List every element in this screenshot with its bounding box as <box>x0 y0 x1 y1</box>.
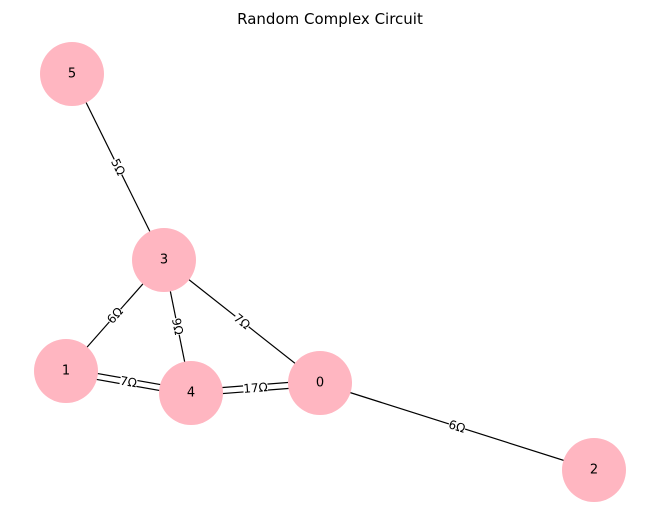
node-circle-4 <box>159 361 223 425</box>
edge-label-group-5-3: 5Ω <box>107 155 129 179</box>
edge-label-3-1: 6Ω <box>104 305 126 327</box>
node-1: 1 <box>34 339 98 403</box>
node-label-1: 1 <box>62 364 70 379</box>
node-5: 5 <box>40 42 104 106</box>
edge-label-3-0: 7Ω <box>231 311 253 332</box>
node-4: 4 <box>159 361 223 425</box>
node-circle-0 <box>288 351 352 415</box>
node-label-0: 0 <box>316 376 324 391</box>
edge-label-4-0: 17Ω <box>243 380 268 396</box>
node-0: 0 <box>288 351 352 415</box>
node-label-2: 2 <box>590 463 598 478</box>
edge-label-group-0-2: 6Ω <box>446 416 468 437</box>
node-label-4: 4 <box>187 386 195 401</box>
edge-label-background <box>118 372 139 392</box>
node-label-5: 5 <box>68 67 76 82</box>
edge-label-1-4: 7Ω <box>119 374 138 391</box>
node-circle-5 <box>40 42 104 106</box>
edge-label-background <box>242 379 269 397</box>
edge-label-background <box>107 155 129 179</box>
node-circle-1 <box>34 339 98 403</box>
edge-label-background <box>103 303 127 328</box>
edge-label-background <box>446 416 468 437</box>
edge-label-3-4: 9Ω <box>169 317 186 336</box>
edge-labels-layer: 5Ω 6Ω 9Ω 7Ω 7Ω 17Ω 6Ω <box>103 155 468 437</box>
node-2: 2 <box>562 438 626 502</box>
node-circle-2 <box>562 438 626 502</box>
diagram-title: Random Complex Circuit <box>237 10 423 28</box>
nodes-layer: 5 3 1 4 0 2 <box>34 42 626 502</box>
node-label-3: 3 <box>160 253 168 268</box>
node-3: 3 <box>132 228 196 292</box>
edge-label-0-2: 6Ω <box>447 417 467 435</box>
edge-label-group-1-4: 7Ω <box>118 372 139 392</box>
edge-label-group-4-0: 17Ω <box>242 379 269 397</box>
edge-label-group-3-1: 6Ω <box>103 303 127 328</box>
edge-label-group-3-0: 7Ω <box>230 309 254 334</box>
edge-label-5-3: 5Ω <box>108 156 128 177</box>
edge-label-background <box>167 316 188 337</box>
node-circle-3 <box>132 228 196 292</box>
edge-label-background <box>230 309 254 334</box>
edge-label-group-3-4: 9Ω <box>167 316 188 337</box>
